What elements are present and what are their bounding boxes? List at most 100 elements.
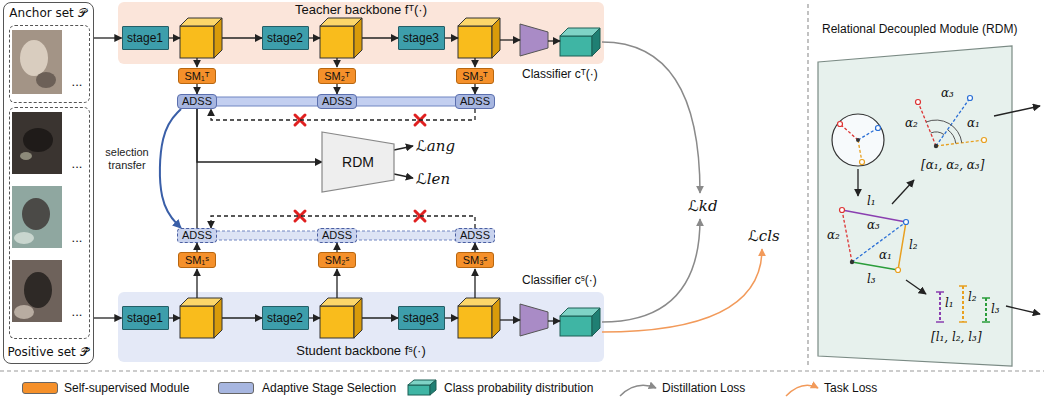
loss-label: ℒlen [416,170,450,188]
node-label: ... [67,74,87,90]
sample-point [856,138,860,142]
legend-swatch [218,382,254,394]
adss-box: ADSS [455,228,495,243]
classifier-label: Classifier cˢ(·) [522,273,597,287]
stage-box: stage3 [398,26,445,50]
feature-map-cube [492,298,500,338]
legend-sample [786,385,818,396]
relation-line [842,210,852,262]
class-probability-bar [592,308,600,336]
sample-point [860,160,865,165]
stage-box: stage3 [398,306,445,330]
panel-trapezoid [818,46,1012,366]
rdm-detail-panel: Relational Decoupled Module (RDM) [814,22,1044,368]
relation-line [840,124,858,140]
sample-point [916,100,921,105]
legend-label: Class probability distribution [444,381,593,395]
sample-point [968,96,973,101]
cat-photo [20,152,32,160]
flow-arrow [222,317,262,318]
node-label: stage1 [127,311,163,325]
positive-set-box: ......... [9,107,90,339]
node-label: ADSS [322,95,352,108]
legend-label: Adaptive Stage Selection [262,381,396,395]
angle-arc [931,132,944,135]
classifier-label: Classifier cᵀ(·) [522,67,598,81]
backbone-band-fill [118,2,604,362]
node-label: SM₂ˢ [325,254,350,267]
connector [94,37,122,38]
angle-label: α₂ [826,228,841,242]
adss-box: ADSS [317,228,357,243]
node-label: SM₁ᵀ [185,70,210,83]
connector [336,84,337,94]
self-supervised-module: SM₃ᵀ [456,68,494,84]
adss-box: ADSS [317,94,357,109]
teacher-backbone-band: Teacher backbone fᵀ(·)stage1stage2stage3 [118,2,604,64]
connector [160,109,181,228]
stage-box: stage2 [262,26,309,50]
stage-box: stage1 [122,306,169,330]
stage-box: stage2 [262,306,309,330]
node-label: stage3 [403,31,439,45]
feature-map-cube [492,18,500,58]
node-label: ... [67,156,87,172]
flow-arrow [548,40,560,41]
class-probability-bar [560,36,592,56]
student-backbone-band: Student backbone fˢ(·)stage1stage2stage3 [118,292,604,362]
cat-photo [12,186,62,248]
cat-photo [24,272,52,308]
cat-photo [36,72,56,88]
cat-photo [12,30,62,322]
adss-box: ADSS [177,94,217,109]
flow-arrow [336,269,337,298]
task-loss-arrow [602,249,762,332]
node-label: SM₁ˢ [185,254,209,267]
length-label: l₁ [866,194,877,208]
anchor-set-box: ... [9,25,90,103]
blocked-cross [295,115,425,221]
flow-arrow [336,58,337,67]
flow-arrow [308,37,320,38]
length-label: l₂ [967,290,978,304]
class-probability-bar [592,28,600,56]
node-label: ADSS [460,229,490,242]
loss-label: ℒkd [688,197,718,215]
legend-label: Distillation Loss [662,381,745,395]
node-label: ... [67,230,87,246]
relation-line [858,140,862,162]
input-set-panel: Anchor set 𝒫Positive set 𝒫̄............ [3,2,94,364]
feature-map-cube [180,18,500,338]
legend-sample [408,385,430,395]
flow-arrow [168,37,180,38]
angle-vector: [α₁, α₂, α₃] [920,158,985,172]
feature-map-cube [320,306,354,338]
loss-label: ℒcls [748,227,780,245]
rdm-trapezoid: RDM [322,132,394,192]
relation-line [852,262,898,270]
sample-point [982,138,987,143]
task-loss-arrow [602,249,762,332]
self-supervised-module: SM₁ˢ [178,252,216,268]
feature-map-cube [320,26,354,58]
sample-point [850,260,854,264]
feature-map-cube [458,26,492,58]
connector [211,216,475,228]
connector [474,84,475,94]
stage-box: stage1 [122,26,169,50]
legend-sample [430,380,436,395]
cat-photo [20,40,48,76]
flow-arrow [548,320,560,321]
cat-photo [14,305,34,319]
cat-photo [12,260,62,322]
flow-arrow [906,280,926,294]
angle-arc [948,130,956,144]
node-label: ADSS [322,229,352,242]
feature-map-cube [214,18,222,58]
feature-circle [832,114,884,166]
self-supervised-module: SM₁ᵀ [178,68,216,84]
flow-arrow [222,37,262,38]
sample-point [838,122,843,127]
angle-label: α₁ [878,248,893,262]
